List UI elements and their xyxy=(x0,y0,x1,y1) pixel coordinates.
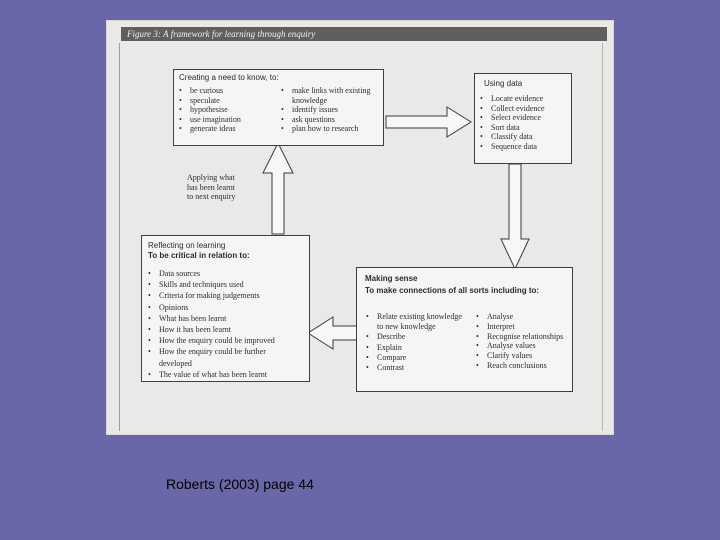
figure-header: Figure 3: A framework for learning throu… xyxy=(121,27,607,41)
list-item: Sort data xyxy=(479,123,545,133)
applying-line: has been learnt xyxy=(187,182,235,192)
list-item: What has been learnt xyxy=(147,313,299,324)
arrow-to-reflecting xyxy=(307,316,358,350)
applying-line: to next enquiry xyxy=(187,192,236,201)
making-sense-title: Making sense xyxy=(365,274,418,283)
list-item: How the enquiry could be further develop… xyxy=(147,346,299,368)
list-item: Compare xyxy=(365,353,465,363)
reflecting-heading: Reflecting on learning To be critical in… xyxy=(148,241,250,261)
list-item: The value of what has been learnt xyxy=(147,369,299,380)
list-item: Interpret xyxy=(475,322,571,332)
list-item: plan how to research xyxy=(280,124,382,134)
creating-left-list: be curious speculate hypothesise use ima… xyxy=(178,86,241,134)
arrow-to-using-data xyxy=(385,106,472,138)
making-sense-right-list: Analyse Interpret Recognise relationship… xyxy=(475,312,571,371)
arrow-to-making-sense xyxy=(500,163,530,271)
making-sense-heading: Making sense To make connections of all … xyxy=(365,273,539,297)
making-sense-box: Making sense To make connections of all … xyxy=(356,267,573,392)
list-item: Sequence data xyxy=(479,142,545,152)
reflecting-box: Reflecting on learning To be critical in… xyxy=(141,235,310,382)
applying-label: Applying what has been learnt to next en… xyxy=(187,173,235,202)
applying-line: Applying what xyxy=(187,173,235,182)
list-item: Contrast xyxy=(365,363,465,373)
list-item: Criteria for making judgements xyxy=(147,290,299,301)
figure-frame xyxy=(119,43,603,431)
list-item: How it has been learnt xyxy=(147,324,299,335)
flow-arrows xyxy=(262,106,530,350)
slide-caption: Roberts (2003) page 44 xyxy=(166,476,314,492)
list-item: hypothesise xyxy=(178,105,241,115)
list-item: Data sources xyxy=(147,268,299,279)
list-item: Analyse xyxy=(475,312,571,322)
list-item: identify issues xyxy=(280,105,382,115)
making-sense-subtitle: To make connections of all sorts includi… xyxy=(365,286,540,295)
reflecting-title: Reflecting on learning xyxy=(148,241,226,250)
list-item: Opinions xyxy=(147,302,299,313)
creating-right-list: make links with existing knowledge ident… xyxy=(280,86,382,134)
list-item: How the enquiry could be improved xyxy=(147,335,299,346)
creating-title: Creating a need to know, to: xyxy=(179,73,279,82)
using-data-list: Locate evidence Collect evidence Select … xyxy=(479,94,545,152)
list-item: Collect evidence xyxy=(479,104,545,114)
list-item: Clarify values xyxy=(475,351,571,361)
list-item: be curious xyxy=(178,86,241,96)
reflecting-list: Data sources Skills and techniques used … xyxy=(147,268,299,380)
list-item: make links with existing knowledge xyxy=(280,86,382,105)
list-item: Explain xyxy=(365,343,465,353)
list-item: Skills and techniques used xyxy=(147,279,299,290)
making-sense-left-list: Relate existing knowledge to new knowled… xyxy=(365,312,465,373)
list-item: Recognise relationships xyxy=(475,332,571,342)
list-item: Analyse values xyxy=(475,341,571,351)
using-data-title: Using data xyxy=(484,79,523,88)
creating-box: Creating a need to know, to: be curious … xyxy=(173,69,384,146)
list-item: Select evidence xyxy=(479,113,545,123)
using-data-box: Using data Locate evidence Collect evide… xyxy=(474,73,572,164)
list-item: speculate xyxy=(178,96,241,106)
arrow-to-creating xyxy=(262,141,294,235)
list-item: Classify data xyxy=(479,132,545,142)
reflecting-subtitle: To be critical in relation to: xyxy=(148,251,250,260)
list-item: Describe xyxy=(365,332,465,342)
list-item: Locate evidence xyxy=(479,94,545,104)
list-item: Relate existing knowledge to new knowled… xyxy=(365,312,465,332)
list-item: Reach conclusions xyxy=(475,361,571,371)
scanned-figure: Figure 3: A framework for learning throu… xyxy=(106,20,614,435)
list-item: use imagination xyxy=(178,115,241,125)
list-item: ask questions xyxy=(280,115,382,125)
list-item: generate ideas xyxy=(178,124,241,134)
